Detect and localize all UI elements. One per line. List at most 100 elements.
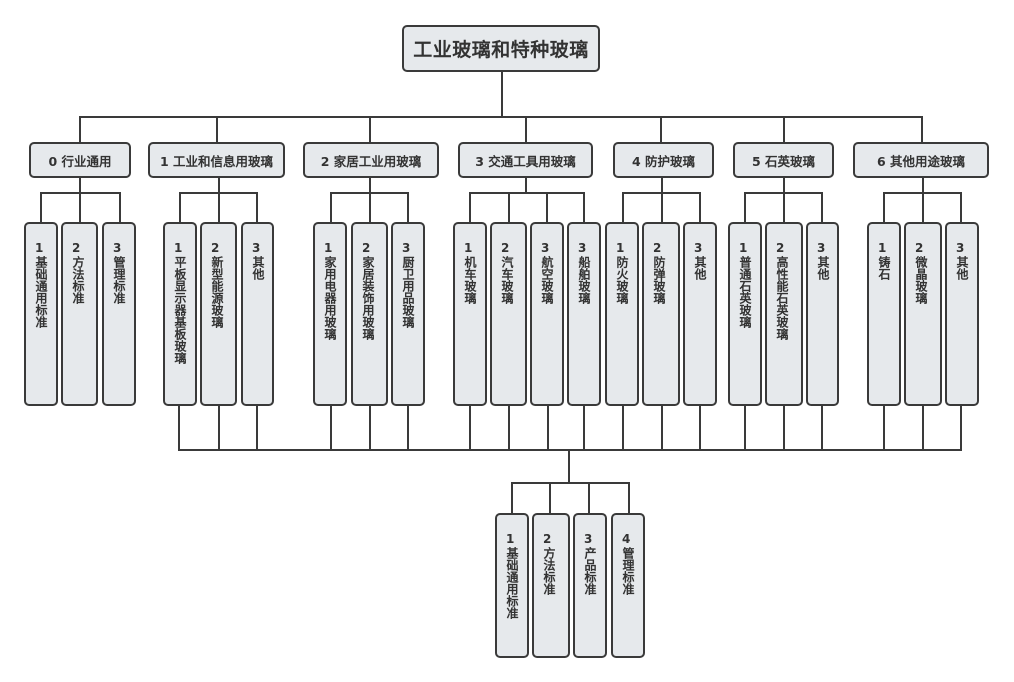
leaf-node[interactable]: 1 铸石 (867, 222, 901, 406)
connector (178, 449, 962, 451)
connector (821, 192, 823, 222)
connector (883, 192, 885, 222)
leaf-number: 1 (878, 241, 887, 255)
leaf-label: 其他 (693, 256, 707, 280)
connector (330, 192, 332, 222)
leaf-number: 3 (817, 241, 826, 255)
connector (622, 192, 624, 222)
connector (79, 116, 923, 118)
connector (79, 192, 81, 222)
leaf-node[interactable]: 2 家居装饰用玻璃 (351, 222, 388, 406)
leaf-node[interactable]: 1 机车玻璃 (453, 222, 487, 406)
connector (699, 192, 701, 222)
connector (568, 449, 570, 483)
connector (469, 406, 471, 450)
bottom-leaf-node[interactable]: 3 产品标准 (573, 513, 607, 658)
leaf-node[interactable]: 2 高性能石英玻璃 (765, 222, 803, 406)
group-node-0[interactable]: 0 行业通用 (29, 142, 131, 178)
leaf-node[interactable]: 1 防火玻璃 (605, 222, 639, 406)
connector (369, 406, 371, 450)
connector (661, 192, 663, 222)
connector (960, 406, 962, 450)
group-node-2[interactable]: 2 家居工业用玻璃 (303, 142, 439, 178)
leaf-number: 1 (174, 241, 183, 255)
bottom-leaf-node[interactable]: 4 管理标准 (611, 513, 645, 658)
leaf-node[interactable]: 2 方法标准 (61, 222, 98, 406)
leaf-label: 高性能石英玻璃 (775, 256, 789, 340)
leaf-node[interactable]: 3 其他 (945, 222, 979, 406)
connector (922, 178, 924, 192)
group-node-6[interactable]: 6 其他用途玻璃 (853, 142, 989, 178)
connector (369, 178, 371, 192)
connector (661, 406, 663, 450)
connector (783, 192, 785, 222)
connector (469, 192, 585, 194)
leaf-node[interactable]: 3 其他 (241, 222, 274, 406)
leaf-number: 3 (402, 241, 411, 255)
leaf-number: 3 (541, 241, 550, 255)
leaf-number: 2 (543, 532, 552, 546)
leaf-label: 方法标准 (71, 256, 85, 304)
leaf-node[interactable]: 1 普通石英玻璃 (728, 222, 762, 406)
leaf-label: 管理标准 (621, 547, 635, 595)
group-node-4[interactable]: 4 防护玻璃 (613, 142, 714, 178)
connector (549, 482, 551, 513)
leaf-number: 3 (584, 532, 593, 546)
root-node[interactable]: 工业玻璃和特种玻璃 (402, 25, 600, 72)
connector (546, 192, 548, 222)
connector (511, 482, 513, 513)
leaf-node[interactable]: 2 汽车玻璃 (490, 222, 527, 406)
leaf-node[interactable]: 3 其他 (683, 222, 717, 406)
leaf-label: 普通石英玻璃 (738, 256, 752, 328)
leaf-node[interactable]: 3 航空玻璃 (530, 222, 564, 406)
leaf-number: 2 (653, 241, 662, 255)
leaf-node[interactable]: 3 其他 (806, 222, 839, 406)
leaf-label: 方法标准 (542, 547, 556, 595)
leaf-node[interactable]: 3 船舶玻璃 (567, 222, 601, 406)
leaf-node[interactable]: 2 防弹玻璃 (642, 222, 680, 406)
connector (547, 406, 549, 450)
leaf-label: 机车玻璃 (463, 256, 477, 304)
leaf-node[interactable]: 2 新型能源玻璃 (200, 222, 237, 406)
leaf-label: 微晶玻璃 (914, 256, 928, 304)
connector (330, 406, 332, 450)
leaf-number: 3 (113, 241, 122, 255)
connector (508, 192, 510, 222)
connector (119, 192, 121, 222)
connector (508, 406, 510, 450)
leaf-node[interactable]: 2 微晶玻璃 (904, 222, 942, 406)
connector (216, 116, 218, 142)
group-node-5[interactable]: 5 石英玻璃 (733, 142, 834, 178)
connector (369, 192, 371, 222)
bottom-leaf-node[interactable]: 1 基础通用标准 (495, 513, 529, 658)
connector (699, 406, 701, 450)
connector (218, 406, 220, 450)
group-node-3[interactable]: 3 交通工具用玻璃 (458, 142, 593, 178)
connector (511, 482, 630, 484)
leaf-node[interactable]: 1 家用电器用玻璃 (313, 222, 347, 406)
bottom-leaf-node[interactable]: 2 方法标准 (532, 513, 570, 658)
leaf-node[interactable]: 1 平板显示器基板玻璃 (163, 222, 197, 406)
leaf-label: 基础通用标准 (505, 547, 519, 619)
connector (407, 192, 409, 222)
connector (922, 192, 924, 222)
connector (256, 192, 258, 222)
connector (179, 192, 181, 222)
leaf-label: 防火玻璃 (615, 256, 629, 304)
connector (783, 116, 785, 142)
connector (660, 116, 662, 142)
group-node-1[interactable]: 1 工业和信息用玻璃 (148, 142, 285, 178)
connector (628, 482, 630, 513)
connector (79, 116, 81, 142)
leaf-node[interactable]: 3 厨卫用品玻璃 (391, 222, 425, 406)
leaf-node[interactable]: 3 管理标准 (102, 222, 136, 406)
leaf-number: 1 (35, 241, 44, 255)
connector (218, 178, 220, 192)
connector (469, 192, 471, 222)
leaf-number: 2 (776, 241, 785, 255)
leaf-node[interactable]: 1 基础通用标准 (24, 222, 58, 406)
leaf-label: 厨卫用品玻璃 (401, 256, 415, 328)
connector (744, 406, 746, 450)
leaf-number: 2 (211, 241, 220, 255)
